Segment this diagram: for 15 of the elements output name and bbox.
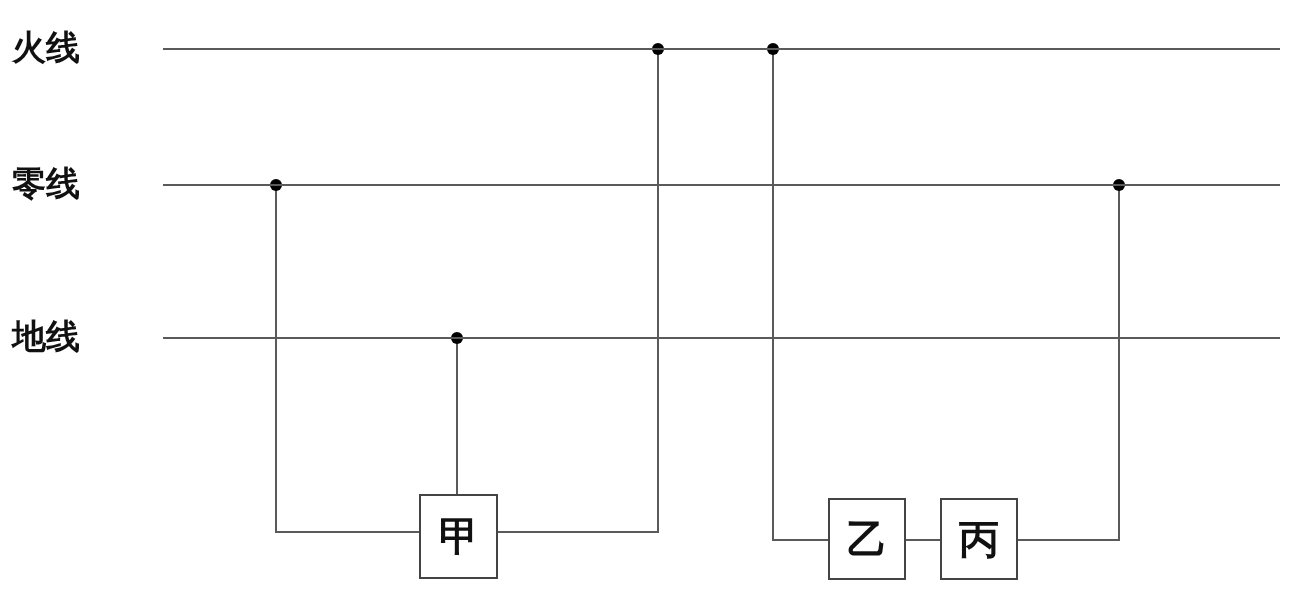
wire-connection: [497, 43, 664, 533]
wire-connection: [905, 539, 941, 541]
wire-connection: [451, 332, 463, 495]
wire-connection: [767, 43, 829, 541]
wire-line: [163, 48, 1280, 50]
wire-label: 火线: [12, 27, 80, 67]
wire-connection: [270, 179, 420, 533]
wire-line: [163, 184, 1280, 186]
component-box: 丙: [940, 498, 1018, 580]
wire-label: 地线: [12, 316, 80, 356]
wire-connection: [1017, 179, 1125, 541]
component-box: 乙: [828, 498, 906, 580]
wire-line: [163, 337, 1280, 339]
wire-label: 零线: [12, 163, 80, 203]
component-box: 甲: [419, 494, 498, 579]
